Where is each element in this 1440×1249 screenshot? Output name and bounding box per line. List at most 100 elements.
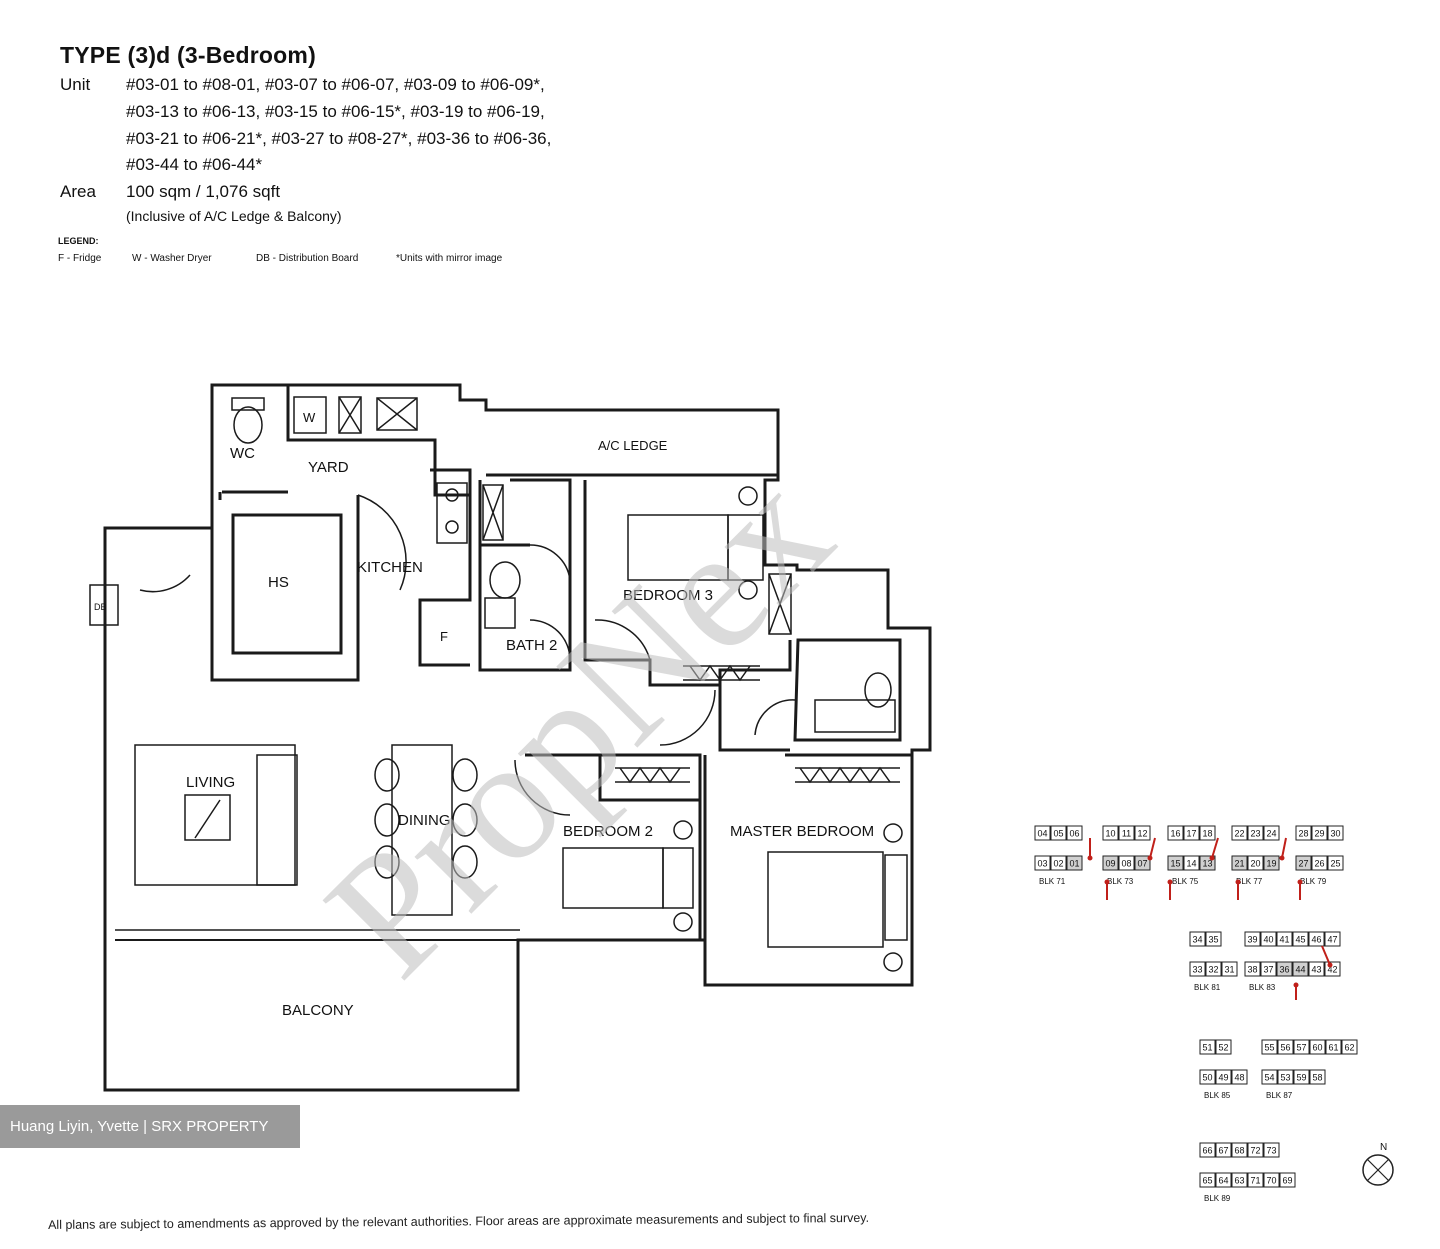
area-value: 100 sqm / 1,076 sqft xyxy=(126,182,281,201)
key-unit-label: 05 xyxy=(1053,829,1063,839)
key-unit-label: 02 xyxy=(1053,859,1063,869)
key-unit-cell xyxy=(1199,825,1216,841)
key-unit-cell xyxy=(1183,855,1200,871)
key-block-label: BLK 85 xyxy=(1204,1091,1231,1100)
key-unit-cell xyxy=(1247,855,1264,871)
key-unit-cell xyxy=(1260,961,1277,977)
key-unit-label: 01 xyxy=(1069,859,1079,869)
unit-label: Unit xyxy=(60,75,91,94)
key-unit-label: 20 xyxy=(1250,859,1260,869)
key-unit-cell xyxy=(1167,825,1184,841)
key-unit-label: 38 xyxy=(1247,965,1257,975)
key-block-label: BLK 87 xyxy=(1266,1091,1293,1100)
key-unit-label: 36 xyxy=(1279,965,1289,975)
key-arrow-head xyxy=(1327,962,1333,968)
key-unit-label: 43 xyxy=(1311,965,1321,975)
key-unit-cell xyxy=(1066,825,1083,841)
key-unit-cell xyxy=(1199,1172,1216,1188)
area-label: Area xyxy=(60,182,96,201)
key-unit-cell xyxy=(1261,1039,1278,1055)
key-unit-label: 11 xyxy=(1122,829,1131,839)
key-unit-label: 31 xyxy=(1224,965,1234,975)
key-unit-label: 14 xyxy=(1186,859,1196,869)
room-yard: YARD xyxy=(308,459,349,476)
key-unit-label: 50 xyxy=(1202,1073,1212,1083)
key-unit-cell xyxy=(1221,961,1238,977)
key-unit-cell xyxy=(1263,855,1280,871)
key-arrow-head xyxy=(1293,982,1299,988)
room-balcony: BALCONY xyxy=(282,1002,354,1019)
key-unit-cell xyxy=(1199,1142,1216,1158)
key-unit-label: 07 xyxy=(1137,859,1147,869)
key-unit-cell xyxy=(1295,825,1312,841)
legend-heading: LEGEND: xyxy=(58,236,99,246)
key-block-label: BLK 73 xyxy=(1107,877,1134,886)
key-unit-cell xyxy=(1341,1039,1358,1055)
key-unit-cell xyxy=(1247,1142,1264,1158)
key-unit-label: 04 xyxy=(1037,829,1047,839)
key-unit-cell xyxy=(1189,931,1206,947)
key-unit-cell xyxy=(1231,825,1248,841)
key-unit-label: 56 xyxy=(1280,1043,1290,1053)
key-arrow-head xyxy=(1087,855,1093,861)
key-unit-label: 10 xyxy=(1105,829,1115,839)
key-unit-label: 33 xyxy=(1192,965,1202,975)
key-arrow-head xyxy=(1147,855,1153,861)
key-unit-cell xyxy=(1215,1069,1232,1085)
key-unit-cell xyxy=(1231,1142,1248,1158)
key-unit-cell xyxy=(1215,1172,1232,1188)
unit-line-3: #03-21 to #06-21*, #03-27 to #08-27*, #0… xyxy=(126,129,552,148)
key-unit-cell xyxy=(1327,825,1344,841)
room-wc: WC xyxy=(230,445,255,462)
key-unit-label: 55 xyxy=(1264,1043,1274,1053)
key-unit-label: 46 xyxy=(1311,935,1321,945)
key-unit-cell xyxy=(1231,1172,1248,1188)
key-unit-cell xyxy=(1066,855,1083,871)
key-unit-cell xyxy=(1205,931,1222,947)
key-unit-label: 47 xyxy=(1327,935,1337,945)
key-arrow xyxy=(1211,837,1219,859)
key-unit-cell xyxy=(1293,1039,1310,1055)
key-unit-label: 54 xyxy=(1264,1073,1274,1083)
key-unit-label: 66 xyxy=(1202,1146,1212,1156)
key-arrow-head xyxy=(1235,879,1241,885)
key-unit-label: 21 xyxy=(1234,859,1244,869)
key-unit-label: 34 xyxy=(1192,935,1202,945)
key-unit-label: 59 xyxy=(1296,1073,1306,1083)
key-unit-cell xyxy=(1167,855,1184,871)
key-unit-cell xyxy=(1277,1039,1294,1055)
key-unit-label: 68 xyxy=(1234,1146,1244,1156)
room-db: DB xyxy=(94,602,107,612)
key-arrow xyxy=(1281,837,1287,859)
key-unit-cell xyxy=(1189,961,1206,977)
propnex-watermark: PropNex xyxy=(290,435,867,1012)
key-unit-label: 18 xyxy=(1202,829,1212,839)
area-note: (Inclusive of A/C Ledge & Balcony) xyxy=(126,208,342,224)
key-arrow-head xyxy=(1209,855,1215,861)
key-block-label: BLK 79 xyxy=(1300,877,1327,886)
key-unit-label: 09 xyxy=(1105,859,1115,869)
key-unit-label: 48 xyxy=(1234,1073,1244,1083)
key-unit-label: 27 xyxy=(1298,859,1308,869)
key-unit-label: 08 xyxy=(1121,859,1131,869)
key-unit-cell xyxy=(1292,961,1309,977)
key-unit-label: 73 xyxy=(1266,1146,1276,1156)
key-unit-cell xyxy=(1134,825,1151,841)
key-unit-cell xyxy=(1308,931,1325,947)
legend-washer: W - Washer Dryer xyxy=(132,253,212,264)
north-compass-icon xyxy=(1362,1154,1394,1186)
key-unit-cell xyxy=(1244,961,1261,977)
key-unit-label: 35 xyxy=(1208,935,1218,945)
key-unit-cell xyxy=(1295,855,1312,871)
key-unit-label: 72 xyxy=(1250,1146,1260,1156)
key-block-label: BLK 89 xyxy=(1204,1194,1231,1203)
room-dining: DINING xyxy=(398,812,451,829)
key-unit-label: 70 xyxy=(1266,1176,1276,1186)
key-unit-cell xyxy=(1293,1069,1310,1085)
key-unit-cell xyxy=(1244,931,1261,947)
key-unit-cell xyxy=(1308,961,1325,977)
unit-line-4: #03-44 to #06-44* xyxy=(126,155,263,174)
key-arrow-head xyxy=(1297,879,1303,885)
key-unit-label: 24 xyxy=(1266,829,1276,839)
